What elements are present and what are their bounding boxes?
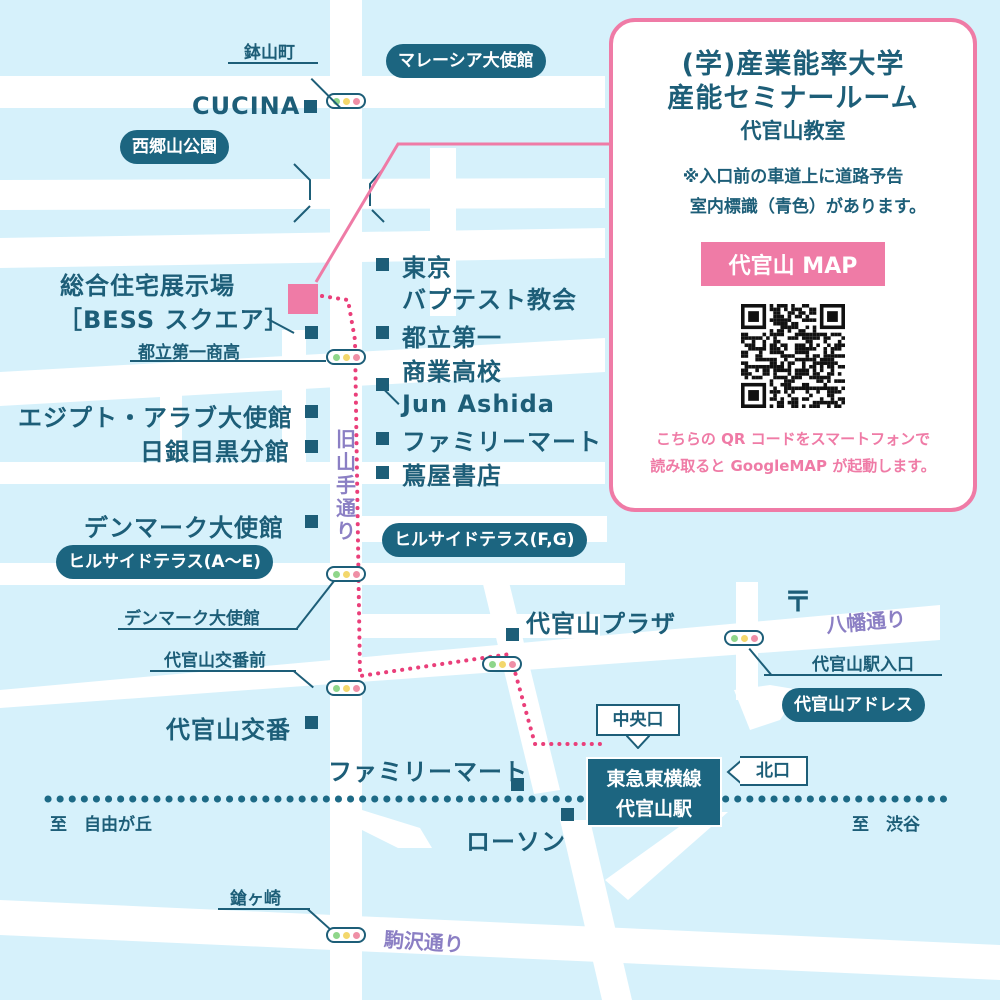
signal-label-toritsu: 都立第一商高 bbox=[138, 343, 240, 363]
place-bess-2: ［BESS スクエア］ bbox=[58, 306, 290, 334]
pill-hillside-ae: ヒルサイドテラス(A〜E) bbox=[56, 545, 273, 579]
building-marker bbox=[305, 326, 318, 339]
info-panel: (学)産業能率大学 産能セミナールーム 代官山教室 ※入口前の車道上に道路予告 … bbox=[609, 18, 977, 512]
leader-line bbox=[150, 670, 296, 672]
building-marker bbox=[304, 100, 317, 113]
place-toritsu-2: 商業高校 bbox=[402, 358, 502, 386]
place-cucina: CUCINA bbox=[192, 92, 301, 120]
street-kyu-yamate: 旧山手通り bbox=[336, 427, 356, 543]
pill-hillside-fg: ヒルサイドテラス(F,G) bbox=[382, 523, 587, 557]
building-marker bbox=[511, 778, 524, 791]
pill-daikanyama-address: 代官山アドレス bbox=[782, 688, 925, 722]
place-familymart-1: ファミリーマート bbox=[402, 428, 602, 456]
signal-label-hachiyamacho: 鉢山町 bbox=[244, 43, 295, 63]
traffic-signal-icon bbox=[326, 566, 366, 582]
triangle-down-icon bbox=[626, 735, 650, 749]
classroom-name: 代官山教室 bbox=[740, 119, 846, 143]
traffic-signal-icon bbox=[326, 927, 366, 943]
leader-line bbox=[118, 628, 298, 630]
place-familymart-2: ファミリーマート bbox=[328, 758, 528, 786]
traffic-signal-icon bbox=[326, 680, 366, 696]
building-marker bbox=[305, 405, 318, 418]
pill-malaysia-embassy: マレーシア大使館 bbox=[386, 44, 546, 78]
place-tokyo-2: バプテスト教会 bbox=[402, 286, 577, 314]
station-name: 代官山駅 bbox=[615, 798, 692, 820]
pill-saigoyama-park: 西郷山公園 bbox=[120, 130, 229, 164]
leader-line bbox=[228, 62, 318, 64]
building-marker bbox=[376, 258, 389, 271]
traffic-signal-icon bbox=[326, 349, 366, 365]
place-tsutaya: 蔦屋書店 bbox=[402, 462, 502, 490]
place-bess-1: 総合住宅展示場 bbox=[60, 272, 235, 300]
leader-line bbox=[218, 908, 310, 910]
building-marker bbox=[376, 466, 389, 479]
signal-label-eki-iriguchi: 代官山駅入口 bbox=[812, 655, 914, 675]
seminar-room-name: 産能セミナールーム bbox=[667, 83, 919, 114]
building-marker bbox=[561, 808, 574, 821]
building-marker bbox=[376, 326, 389, 339]
rail-to-shibuya: 至 渋谷 bbox=[852, 815, 920, 835]
school-name: (学)産業能率大学 bbox=[681, 49, 905, 80]
station-line: 東急東横線 bbox=[606, 768, 702, 790]
station-box: 東急東横線 代官山駅 bbox=[586, 757, 722, 827]
signal-label-denmark: デンマーク大使館 bbox=[124, 609, 260, 629]
signage-note-1: ※入口前の車道上に道路予告 bbox=[682, 167, 904, 187]
traffic-signal-icon bbox=[724, 630, 764, 646]
post-office-icon: 〒 bbox=[784, 585, 813, 618]
building-marker bbox=[376, 378, 389, 391]
place-daikanyama-plaza: 代官山プラザ bbox=[526, 610, 676, 638]
place-tokyo-1: 東京 bbox=[402, 254, 452, 282]
place-egypt-embassy: エジプト・アラブ大使館 bbox=[18, 404, 293, 432]
street-komazawa: 駒沢通り bbox=[383, 927, 465, 957]
place-daikanyama-koban: 代官山交番 bbox=[166, 716, 291, 744]
place-jun-ashida: Jun Ashida bbox=[402, 390, 556, 418]
qr-code-icon[interactable] bbox=[741, 304, 845, 408]
north-exit-label: 北口 bbox=[740, 756, 808, 786]
building-marker bbox=[506, 628, 519, 641]
place-toritsu-1: 都立第一 bbox=[402, 324, 502, 352]
place-lawson: ローソン bbox=[466, 828, 566, 856]
signage-note-2: 室内標識（青色）があります。 bbox=[689, 197, 927, 217]
qr-text-2: 読み取ると GoogleMAP が起動します。 bbox=[650, 457, 936, 475]
leader-line bbox=[130, 360, 326, 362]
building-marker bbox=[305, 515, 318, 528]
building-marker bbox=[305, 440, 318, 453]
map-button[interactable]: 代官山 MAP bbox=[700, 242, 886, 286]
building-marker bbox=[376, 432, 389, 445]
leader-line bbox=[764, 674, 942, 676]
place-denmark-embassy: デンマーク大使館 bbox=[84, 514, 284, 542]
traffic-signal-icon bbox=[482, 656, 522, 672]
building-marker bbox=[305, 716, 318, 729]
central-exit-label: 中央口 bbox=[596, 704, 680, 736]
rail-to-jiyugaoka: 至 自由が丘 bbox=[50, 815, 152, 835]
signal-label-koban-mae: 代官山交番前 bbox=[164, 651, 266, 671]
place-nichigin: 日銀目黒分館 bbox=[140, 438, 290, 466]
qr-text-1: こちらの QR コードをスマートフォンで bbox=[655, 430, 931, 448]
signal-label-yarigasaki: 鎗ヶ崎 bbox=[230, 889, 281, 909]
